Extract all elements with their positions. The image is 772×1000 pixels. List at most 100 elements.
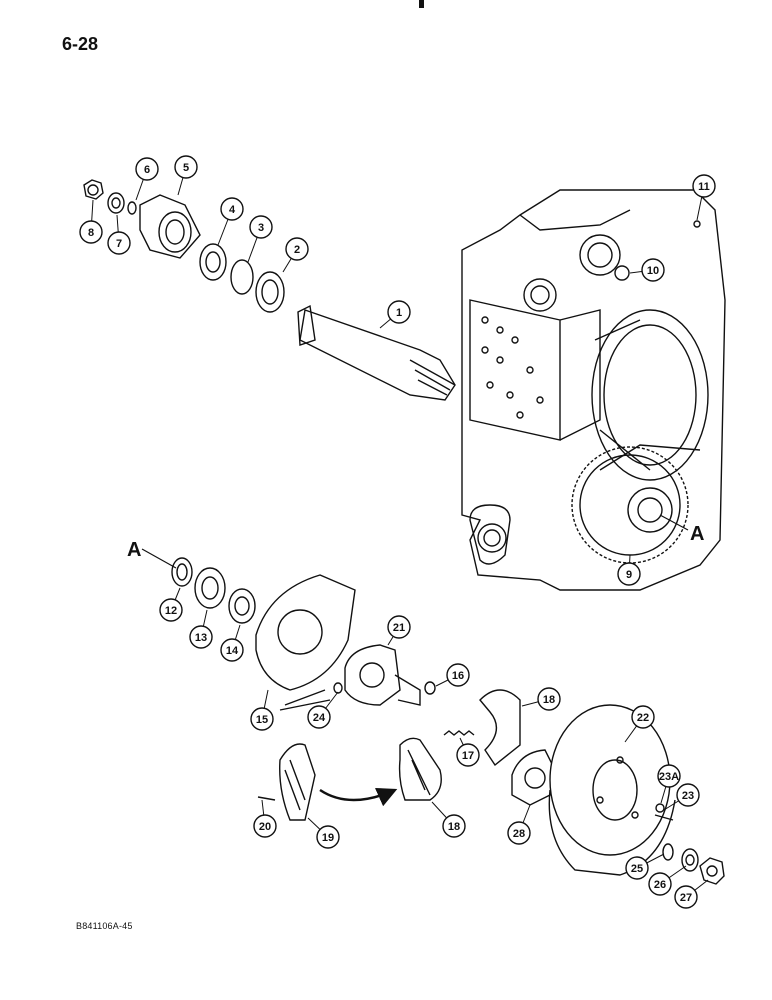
- callout-27: 27: [674, 879, 709, 909]
- callout-circle: [692, 174, 716, 198]
- callout-16: 16: [435, 663, 470, 687]
- callout-18: 18: [521, 687, 561, 711]
- callout-number: 24: [313, 712, 326, 724]
- callout-number: 14: [226, 645, 239, 657]
- callout-number: 23: [682, 790, 694, 802]
- callout-circle: [537, 687, 561, 711]
- callout-number: 15: [256, 714, 268, 726]
- callout-circle: [387, 300, 411, 324]
- callout-24: 24: [307, 691, 339, 729]
- callout-number: 6: [144, 164, 150, 176]
- callout-number: 8: [88, 227, 94, 239]
- upper-parts: [83, 179, 701, 313]
- callout-number: 7: [116, 238, 122, 250]
- callout-11: 11: [692, 174, 716, 221]
- callout-circle: [159, 598, 183, 622]
- callout-number: 16: [452, 670, 464, 682]
- callout-number: 19: [322, 832, 334, 844]
- callout-23A: 23A: [657, 764, 681, 804]
- callout-circle: [220, 197, 244, 221]
- assembly-arrow: [319, 787, 398, 807]
- callout-circle: [648, 872, 672, 896]
- callout-number: 27: [680, 892, 692, 904]
- callout-number: 20: [259, 821, 271, 833]
- callout-17: 17: [456, 737, 480, 767]
- section-leader-right: [659, 514, 689, 531]
- section-leader-left: [141, 548, 177, 569]
- callout-2: 2: [282, 237, 309, 273]
- callout-circle: [641, 258, 665, 282]
- callout-7: 7: [107, 214, 131, 255]
- callout-circle: [135, 157, 159, 181]
- shaft-assembly: [297, 304, 456, 401]
- callout-15: 15: [250, 689, 274, 731]
- callout-number: 13: [195, 632, 207, 644]
- drawing-reference-code: B841106A-45: [76, 921, 133, 931]
- callout-3: 3: [247, 215, 273, 263]
- callout-circle: [107, 231, 131, 255]
- callout-13: 13: [189, 609, 213, 649]
- callout-circle: [253, 814, 277, 838]
- callout-circle: [674, 885, 698, 909]
- transmission-housing: [461, 189, 726, 591]
- callout-9: 9: [617, 554, 641, 586]
- callout-number: 26: [654, 879, 666, 891]
- callout-circle: [79, 220, 103, 244]
- callout-number: 5: [183, 162, 189, 174]
- callout-circle: [657, 764, 681, 788]
- callout-circle: [285, 237, 309, 261]
- callout-circle: [316, 825, 340, 849]
- callout-number: 17: [462, 750, 474, 762]
- callout-6: 6: [135, 157, 159, 201]
- callout-number: 10: [647, 265, 659, 277]
- callout-circle: [507, 821, 531, 845]
- callout-number: 9: [626, 569, 632, 581]
- callout-10: 10: [629, 258, 665, 282]
- callout-circle: [220, 638, 244, 662]
- callout-14: 14: [220, 624, 244, 662]
- callout-circle: [249, 215, 273, 239]
- callout-number: 11: [698, 181, 710, 193]
- callout-circle: [456, 743, 480, 767]
- callout-number: 18: [448, 821, 460, 833]
- callout-20: 20: [253, 799, 277, 838]
- callout-number: 2: [294, 244, 300, 256]
- callout-number: 12: [165, 605, 177, 617]
- callout-number: 3: [258, 222, 264, 234]
- callout-18: 18: [431, 801, 466, 838]
- brake-group: [171, 557, 725, 885]
- callout-circle: [307, 705, 331, 729]
- callout-number: 22: [637, 712, 649, 724]
- callout-circle: [174, 155, 198, 179]
- callout-circle: [387, 615, 411, 639]
- callout-number: 25: [631, 863, 643, 875]
- callout-26: 26: [648, 865, 687, 896]
- callout-number: 28: [513, 828, 525, 840]
- section-marker-right: A: [690, 523, 704, 545]
- callout-number: 1: [396, 307, 402, 319]
- callout-circle: [446, 663, 470, 687]
- callout-circle: [676, 783, 700, 807]
- section-marker-left: A: [127, 539, 141, 561]
- callout-circle: [250, 707, 274, 731]
- callout-number: 4: [229, 204, 236, 216]
- callout-25: 25: [625, 853, 665, 880]
- page-number: 6-28: [62, 34, 99, 54]
- callout-number: 21: [393, 622, 405, 634]
- callout-19: 19: [307, 817, 340, 849]
- callout-8: 8: [79, 199, 103, 244]
- callout-labels: 1234567891011121314151617181819202122232…: [79, 155, 716, 909]
- callout-23: 23: [663, 783, 700, 811]
- callout-22: 22: [624, 705, 655, 743]
- callout-5: 5: [174, 155, 198, 196]
- callout-number: 23A: [659, 771, 679, 783]
- callout-1: 1: [379, 300, 411, 329]
- callout-21: 21: [387, 615, 411, 646]
- callout-circle: [617, 562, 641, 586]
- callout-12: 12: [159, 587, 183, 622]
- callout-circle: [442, 814, 466, 838]
- callout-circle: [625, 856, 649, 880]
- callout-4: 4: [217, 197, 244, 246]
- callout-circle: [631, 705, 655, 729]
